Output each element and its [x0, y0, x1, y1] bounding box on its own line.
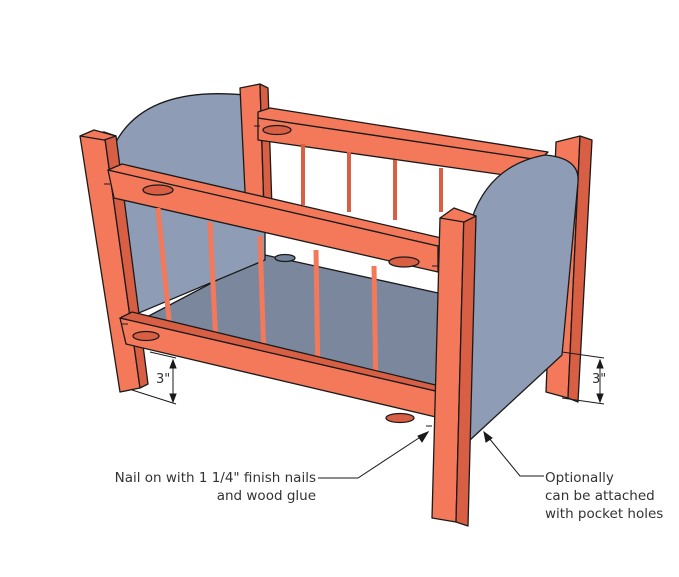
pocket-hole-front-right: [388, 256, 420, 268]
pocket-hole-bottom-right: [385, 412, 415, 424]
pocket-hole-back: [262, 124, 292, 136]
arrowhead: [596, 393, 604, 404]
pocket-hole-right-panel: [274, 253, 296, 263]
front-right-post-top: [439, 207, 477, 223]
back-right-post-side: [567, 135, 593, 403]
right-dimension-extension-top: [561, 351, 605, 359]
arrowhead: [596, 358, 604, 369]
nail-annotation: Nail on with 1 1/4" finish nails and woo…: [104, 469, 316, 505]
pocket-hole-bottom-left: [132, 330, 160, 342]
front-left-post-top: [79, 129, 117, 141]
front-spindle: [155, 207, 173, 331]
pocket-annotation-line3: with pocket holes: [545, 506, 664, 522]
nail-leader-line: [318, 431, 429, 479]
right-leg-dimension: 3": [592, 372, 607, 387]
nail-annotation-line2: and wood glue: [216, 488, 316, 504]
pocket-leader-arrow: [483, 430, 493, 443]
front-spindle: [207, 221, 219, 346]
arrowhead: [169, 393, 177, 404]
arrowhead: [169, 358, 177, 369]
left-dimension-extension-top: [149, 351, 177, 359]
front-spindle: [257, 235, 267, 361]
nail-annotation-line1: Nail on with 1 1/4" finish nails: [114, 470, 316, 486]
left-leg-dimension: 3": [156, 372, 171, 387]
left-dimension-extension-bottom: [131, 389, 177, 405]
right-end-panel: [469, 154, 579, 441]
pocket-annotation-line2: can be attached: [545, 488, 655, 504]
pocket-annotation: Optionally can be attached with pocket h…: [545, 469, 663, 523]
nail-leader-arrow: [417, 430, 430, 443]
right-dimension-extension-bottom: [561, 397, 605, 405]
pocket-leader-line: [483, 431, 544, 477]
pocket-annotation-line1: Optionally: [545, 470, 614, 486]
pocket-hole-front-left: [142, 184, 174, 196]
